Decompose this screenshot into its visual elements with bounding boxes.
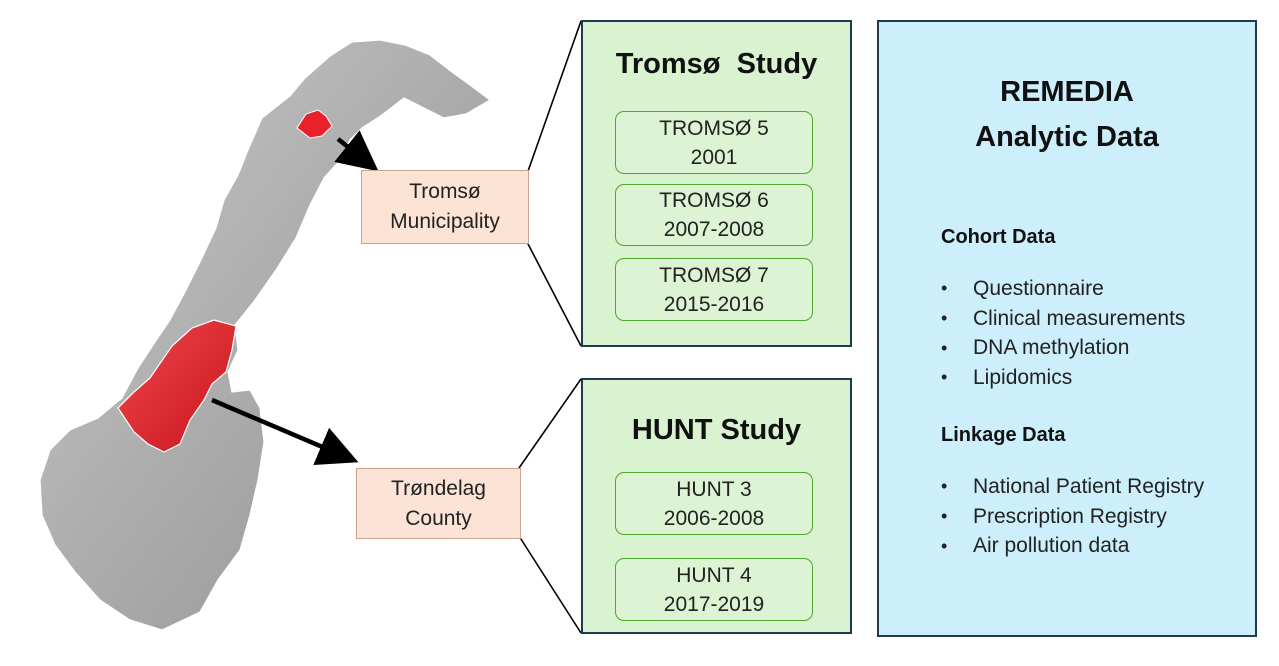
wave-name: HUNT 3: [676, 477, 752, 501]
tromso-label-line1: Tromsø: [409, 180, 481, 203]
tromso-study-panel: Tromsø Study TROMSØ 5 2001 TROMSØ 6 2007…: [581, 20, 852, 347]
list-item-text: Lipidomics: [973, 365, 1073, 389]
linkage-data-heading: Linkage Data: [941, 424, 1066, 446]
bullet-icon: •: [941, 476, 948, 497]
list-item: • Clinical measurements: [941, 304, 1185, 334]
wave-box-hunt-4: HUNT 4 2017-2019: [615, 558, 813, 621]
list-item-text: DNA methylation: [973, 336, 1130, 360]
wave-name: HUNT 4: [676, 563, 752, 587]
list-item: • DNA methylation: [941, 333, 1185, 363]
bullet-icon: •: [941, 337, 948, 358]
wave-years: 2017-2019: [663, 592, 765, 616]
norway-landmass: [39, 39, 492, 631]
tromso-region: [296, 109, 333, 139]
remedia-subtitle: Analytic Data: [975, 121, 1159, 153]
tromso-label-line2: Municipality: [390, 210, 500, 233]
tromso-study-title: Tromsø Study: [615, 48, 818, 80]
wave-name: TROMSØ 7: [659, 263, 769, 287]
bullet-icon: •: [941, 278, 948, 299]
trondelag-label-line1: Trøndelag: [391, 476, 486, 500]
wave-years: 2015-2016: [663, 292, 765, 316]
wave-years: 2006-2008: [663, 506, 765, 530]
list-item-text: Air pollution data: [973, 534, 1130, 558]
bullet-icon: •: [941, 535, 948, 556]
hunt-connector: [518, 378, 582, 634]
trondelag-region: [117, 319, 237, 453]
wave-name: TROMSØ 5: [659, 116, 769, 140]
bullet-icon: •: [941, 367, 948, 388]
trondelag-label-line2: County: [405, 506, 472, 530]
trondelag-arrow: [211, 397, 359, 466]
trondelag-county-label: Trøndelag County: [356, 468, 521, 539]
remedia-title: REMEDIA: [1000, 76, 1134, 108]
wave-box-tromso-7: TROMSØ 7 2015-2016: [615, 258, 813, 321]
linkage-data-list: • National Patient Registry • Prescription…: [941, 472, 1204, 561]
wave-box-hunt-3: HUNT 3 2006-2008: [615, 472, 813, 535]
wave-box-tromso-5: TROMSØ 5 2001: [615, 111, 813, 174]
wave-name: TROMSØ 6: [659, 189, 769, 212]
cohort-data-list: • Questionnaire • Clinical measurements • D…: [941, 274, 1185, 393]
list-item-text: Questionnaire: [973, 276, 1104, 300]
wave-years: 2001: [690, 145, 738, 169]
tromso-arrow: [334, 130, 379, 172]
tromso-municipality-label: Tromsø Municipality: [361, 170, 529, 244]
wave-years: 2007-2008: [663, 218, 765, 241]
wave-box-tromso-6: TROMSØ 6 2007-2008: [615, 184, 813, 246]
list-item: • Air pollution data: [941, 531, 1204, 561]
hunt-study-title: HUNT Study: [631, 414, 802, 446]
cohort-data-heading: Cohort Data: [941, 226, 1056, 248]
list-item: • Prescription Registry: [941, 502, 1204, 532]
list-item-text: National Patient Registry: [973, 474, 1205, 498]
bullet-icon: •: [941, 308, 948, 329]
hunt-study-panel: HUNT Study HUNT 3 2006-2008 HUNT 4 2017-…: [581, 378, 852, 634]
bullet-icon: •: [941, 506, 948, 527]
tromso-connector: [526, 20, 582, 347]
list-item-text: Clinical measurements: [973, 306, 1186, 330]
list-item-text: Prescription Registry: [973, 504, 1167, 528]
list-item: • Questionnaire: [941, 274, 1185, 304]
list-item: • Lipidomics: [941, 363, 1185, 393]
list-item: • National Patient Registry: [941, 472, 1204, 502]
remedia-analytic-data-panel: REMEDIA Analytic Data Cohort Data • Quest…: [877, 20, 1257, 637]
